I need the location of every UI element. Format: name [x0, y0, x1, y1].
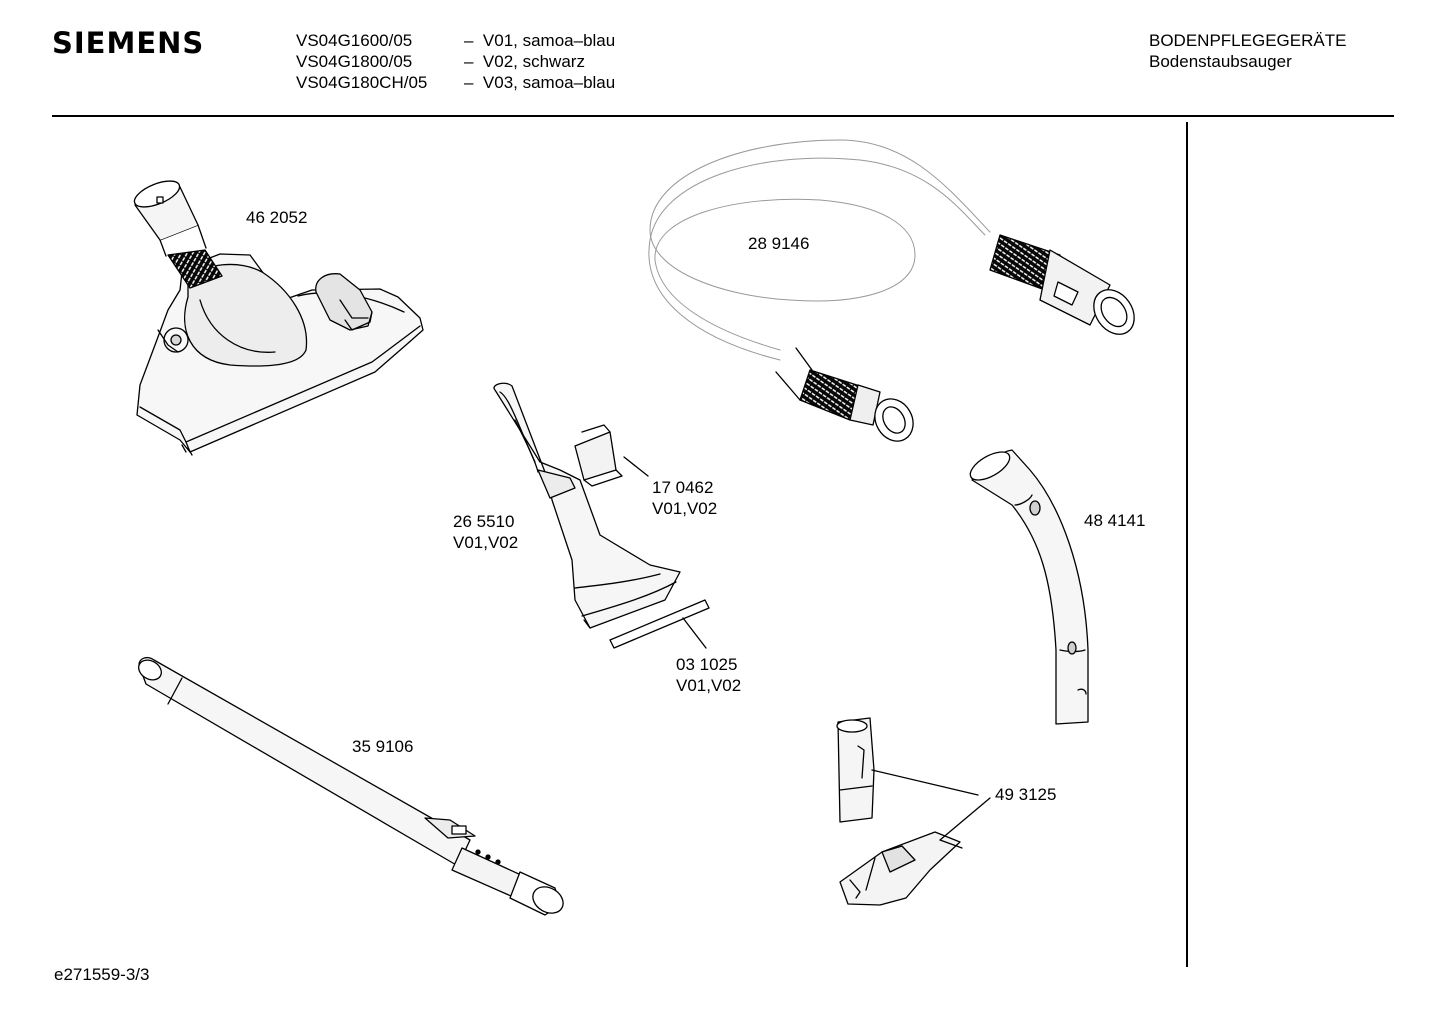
drawing-id: e271559-3/3 — [54, 965, 150, 984]
model-variant: – V01, samoa–blau — [464, 31, 616, 50]
part-number: 48 4141 — [1084, 511, 1146, 530]
category-title: BODENPFLEGEGERÄTE — [1149, 31, 1347, 50]
model-code: VS04G1800/05 — [296, 52, 413, 71]
telescopic-tube-drawing — [138, 656, 564, 916]
part-label-upholstery-nozzle: 26 5510 V01,V02 — [453, 511, 518, 553]
part-number: 17 0462 — [652, 478, 714, 497]
part-number: 28 9146 — [748, 234, 810, 253]
model-code: VS04G180CH/05 — [296, 73, 428, 92]
part-label-clip: 17 0462 V01,V02 — [652, 477, 717, 519]
floor-nozzle-drawing — [133, 180, 424, 456]
part-label-floor-nozzle: 46 2052 — [246, 207, 307, 228]
model-list: VS04G1600/05 – V01, samoa–blau VS04G1800/… — [296, 30, 615, 93]
part-label-brush-strip: 03 1025 V01,V02 — [676, 654, 741, 696]
part-number: 46 2052 — [246, 208, 308, 227]
part-variants: V01,V02 — [676, 676, 742, 695]
category-subtitle: Bodenstaubsauger — [1149, 52, 1292, 71]
header-divider — [52, 115, 1394, 117]
model-code: VS04G1600/05 — [296, 31, 413, 50]
part-number: 35 9106 — [352, 737, 414, 756]
part-number: 49 3125 — [995, 785, 1057, 804]
part-variants: V01,V02 — [453, 533, 519, 552]
brand-logo: SIEMENS — [52, 26, 205, 60]
part-label-telescopic-tube: 35 9106 — [352, 736, 413, 757]
clip-drawing — [574, 424, 649, 487]
part-label-hose: 28 9146 — [748, 233, 809, 254]
part-number: 03 1025 — [676, 655, 738, 674]
adapter-callout — [871, 769, 991, 841]
part-variants: V01,V02 — [652, 499, 718, 518]
adapter-clip-drawing — [839, 831, 963, 906]
part-label-handle: 48 4141 — [1084, 510, 1145, 531]
model-variant: – V03, samoa–blau — [464, 73, 616, 92]
model-row: VS04G1800/05 – V02, schwarz — [296, 51, 615, 72]
hose-drawing — [648, 139, 1135, 442]
category-block: BODENPFLEGEGERÄTE Bodenstaubsauger — [1149, 30, 1346, 72]
model-row: VS04G1600/05 – V01, samoa–blau — [296, 30, 615, 51]
model-variant: – V02, schwarz — [464, 52, 585, 71]
adapter-drawing — [836, 717, 875, 823]
side-column-divider — [1186, 122, 1188, 967]
part-label-adapter-set: 49 3125 — [995, 784, 1056, 805]
part-number: 26 5510 — [453, 512, 515, 531]
upholstery-nozzle-drawing — [493, 382, 710, 649]
handle-drawing — [969, 449, 1089, 725]
model-row: VS04G180CH/05 – V03, samoa–blau — [296, 72, 615, 93]
